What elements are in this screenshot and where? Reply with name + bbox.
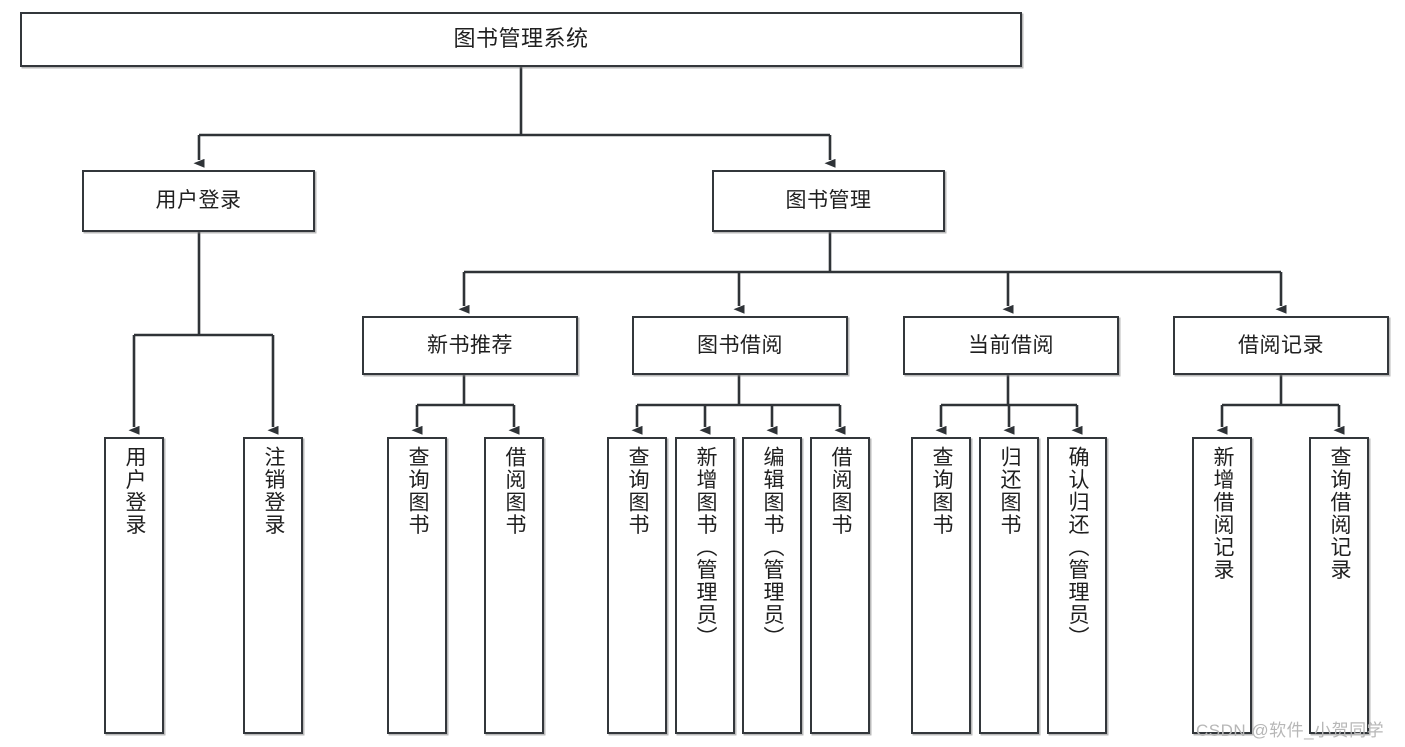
node-leaf-edit-book-label: 编辑图书（管理员） xyxy=(761,446,785,649)
node-root-label: 图书管理系统 xyxy=(453,26,589,52)
node-user-login[interactable]: 用户登录 xyxy=(82,170,315,232)
node-leaf-query-book-2-label: 查询图书 xyxy=(626,446,650,536)
node-leaf-confirm-return[interactable]: 确认归还（管理员） xyxy=(1047,437,1107,734)
node-current-borrow[interactable]: 当前借阅 xyxy=(903,316,1119,375)
node-borrow-record[interactable]: 借阅记录 xyxy=(1173,316,1389,375)
node-book-borrow-label: 图书借阅 xyxy=(697,333,783,357)
node-leaf-query-book-1[interactable]: 查询图书 xyxy=(387,437,447,734)
node-leaf-borrow-book-1[interactable]: 借阅图书 xyxy=(484,437,544,734)
node-leaf-user-login[interactable]: 用户登录 xyxy=(104,437,164,734)
node-leaf-user-logout[interactable]: 注销登录 xyxy=(243,437,303,734)
node-leaf-add-book[interactable]: 新增图书（管理员） xyxy=(675,437,735,734)
node-leaf-user-login-label: 用户登录 xyxy=(123,446,147,536)
node-leaf-user-logout-label: 注销登录 xyxy=(262,446,286,536)
node-leaf-return-book-label: 归还图书 xyxy=(998,446,1022,536)
node-leaf-borrow-book-2[interactable]: 借阅图书 xyxy=(810,437,870,734)
node-user-login-label: 用户登录 xyxy=(155,189,242,213)
node-book-management[interactable]: 图书管理 xyxy=(712,170,945,232)
node-leaf-query-book-3[interactable]: 查询图书 xyxy=(911,437,971,734)
node-leaf-borrow-book-2-label: 借阅图书 xyxy=(829,446,853,536)
node-borrow-record-label: 借阅记录 xyxy=(1238,333,1324,357)
node-leaf-query-book-1-label: 查询图书 xyxy=(406,446,430,536)
node-book-borrow[interactable]: 图书借阅 xyxy=(632,316,848,375)
node-book-management-label: 图书管理 xyxy=(785,189,872,213)
node-root[interactable]: 图书管理系统 xyxy=(20,12,1022,67)
node-new-book-recommend-label: 新书推荐 xyxy=(427,333,513,357)
node-leaf-add-record-label: 新增借阅记录 xyxy=(1211,446,1235,581)
node-leaf-query-book-3-label: 查询图书 xyxy=(930,446,954,536)
node-leaf-query-record[interactable]: 查询借阅记录 xyxy=(1309,437,1369,734)
node-leaf-query-record-label: 查询借阅记录 xyxy=(1328,446,1352,581)
node-current-borrow-label: 当前借阅 xyxy=(968,333,1054,357)
node-leaf-query-book-2[interactable]: 查询图书 xyxy=(607,437,667,734)
node-new-book-recommend[interactable]: 新书推荐 xyxy=(362,316,578,375)
node-leaf-return-book[interactable]: 归还图书 xyxy=(979,437,1039,734)
node-leaf-borrow-book-1-label: 借阅图书 xyxy=(503,446,527,536)
node-leaf-confirm-return-label: 确认归还（管理员） xyxy=(1066,446,1090,649)
node-leaf-add-record[interactable]: 新增借阅记录 xyxy=(1192,437,1252,734)
node-leaf-add-book-label: 新增图书（管理员） xyxy=(694,446,718,649)
node-leaf-edit-book[interactable]: 编辑图书（管理员） xyxy=(742,437,802,734)
